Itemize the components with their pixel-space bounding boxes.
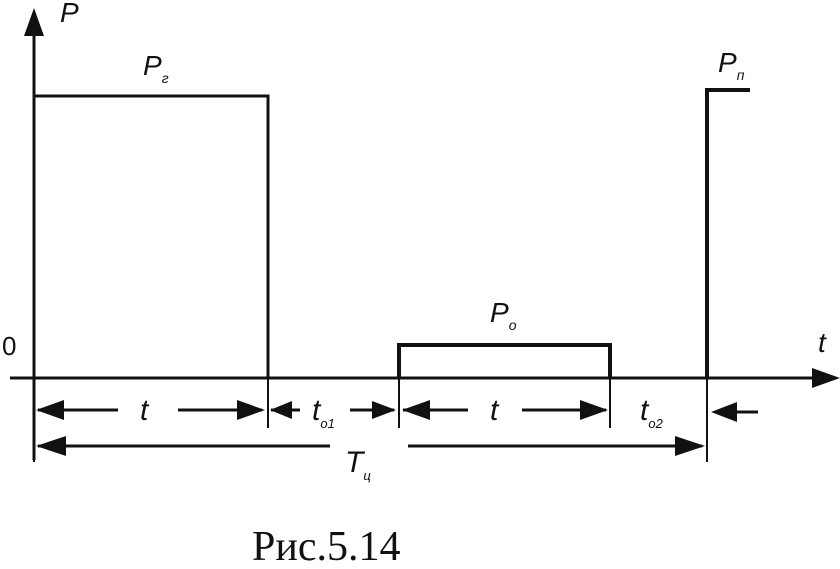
period-arrow (36, 436, 705, 456)
interval-to2-label: tо2 (640, 394, 664, 431)
y-axis-arrow (24, 8, 44, 36)
x-axis-label: t (818, 327, 827, 358)
interval-to1-label: tо1 (312, 394, 335, 431)
pulse-first (32, 94, 270, 378)
origin-label: 0 (2, 331, 16, 361)
interval-ticks (33, 378, 708, 462)
pulse-third-label: Pп (718, 47, 745, 83)
pulse-second-label: Pо (490, 297, 517, 333)
interval-t1-label: t (140, 394, 150, 427)
figure-caption: Рис.5.14 (252, 524, 400, 569)
y-axis-label: P (60, 0, 79, 28)
pulse-second (397, 343, 612, 378)
interval-row-one (36, 400, 758, 422)
pulse-first-label: Pг (143, 50, 169, 86)
period-label: Tц (345, 446, 371, 483)
interval-t2-label: t (490, 394, 500, 427)
axes (10, 8, 840, 460)
x-axis-arrow (812, 368, 840, 388)
pulse-third (705, 88, 750, 378)
